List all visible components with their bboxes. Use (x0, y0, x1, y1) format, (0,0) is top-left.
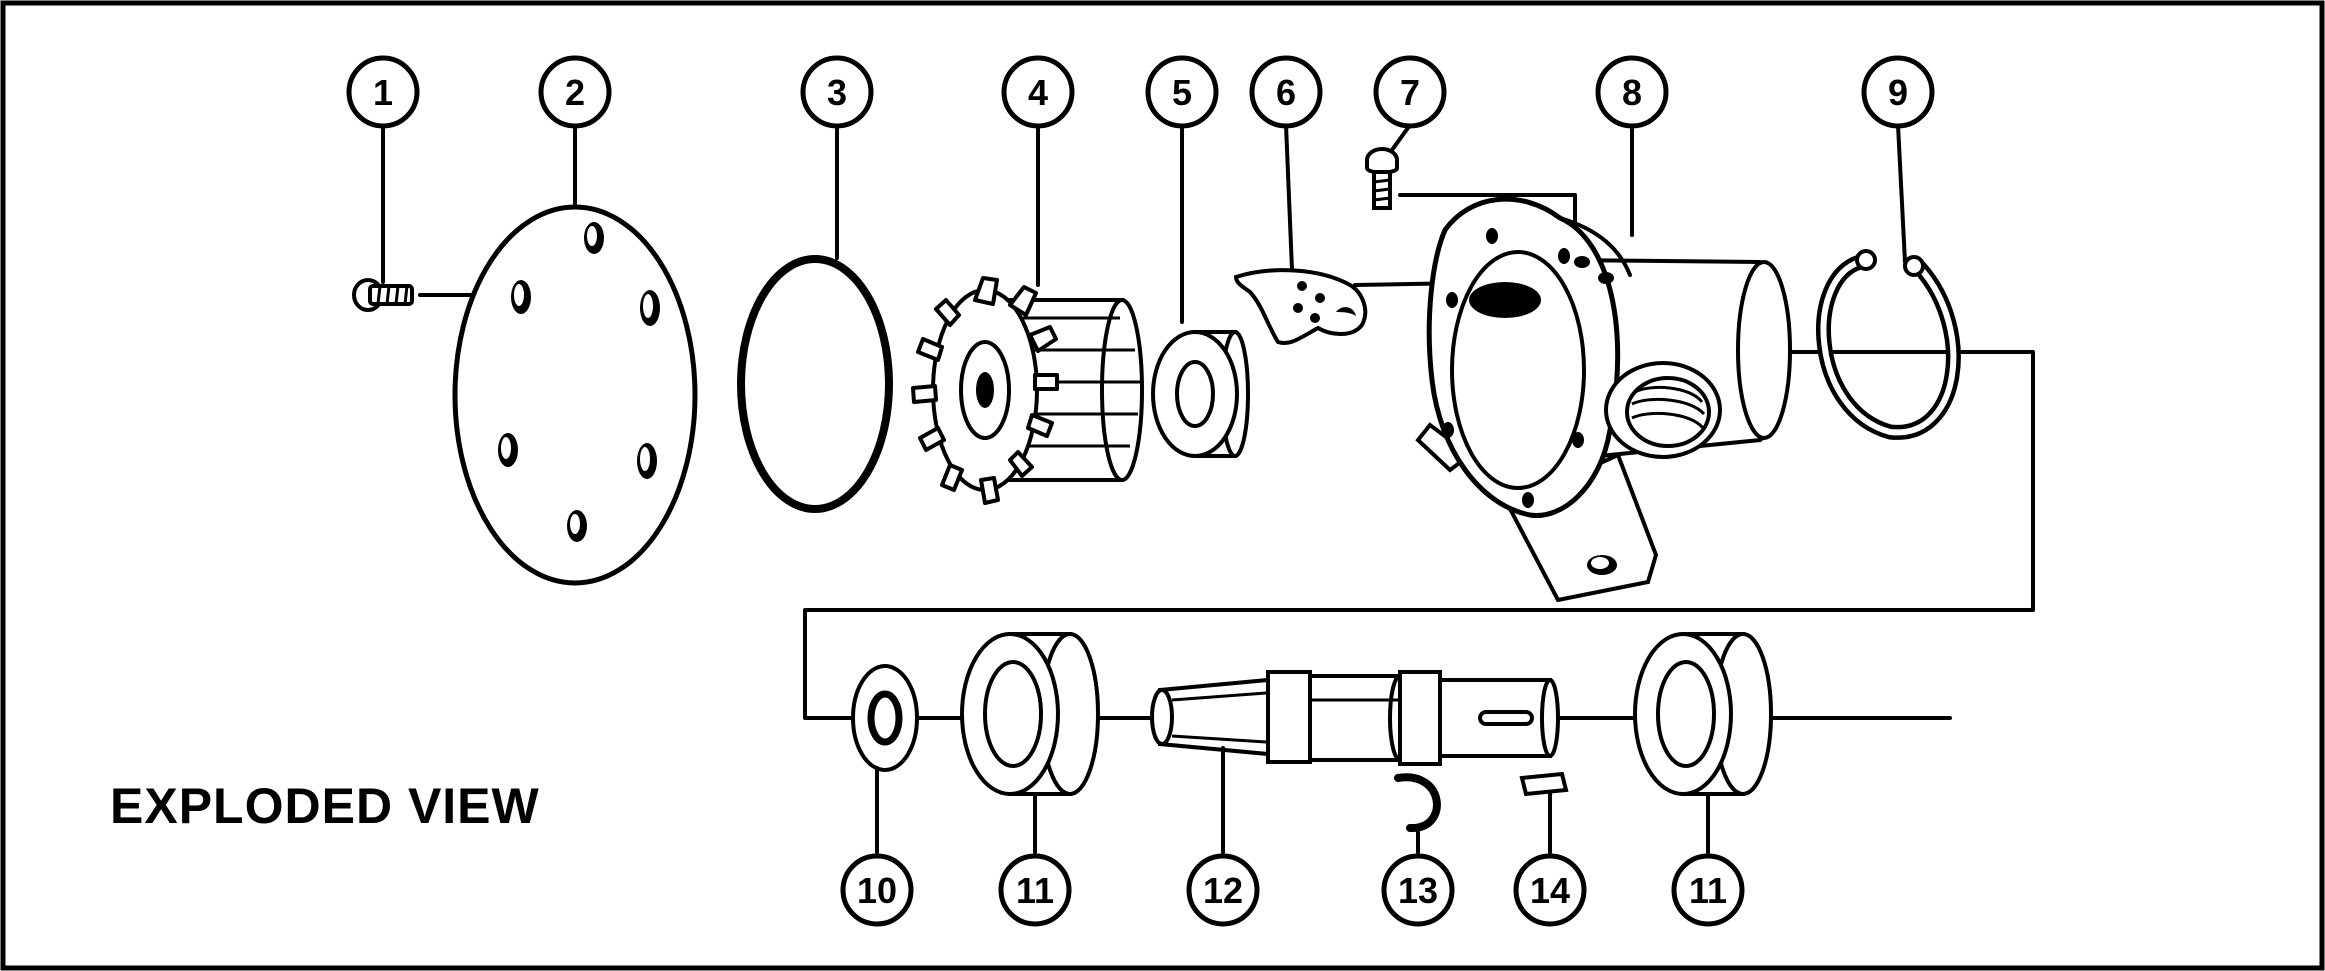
callout-12: 12 (1186, 853, 1260, 927)
callout-label: 2 (565, 72, 585, 113)
callouts: 1 2 3 4 5 6 7 8 (346, 55, 1935, 927)
callout-label: 12 (1203, 870, 1243, 911)
callout-11-right: 11 (1671, 853, 1745, 927)
callout-label: 13 (1398, 870, 1438, 911)
callout-label: 11 (1016, 870, 1054, 911)
part-3-o-ring (737, 255, 893, 513)
callout-label: 5 (1172, 72, 1192, 113)
callout-11-left: 11 (998, 853, 1072, 927)
callout-9: 9 (1861, 55, 1935, 129)
callout-1: 1 (346, 55, 420, 129)
callout-label: 10 (857, 870, 897, 911)
part-7-screw (1365, 147, 1399, 210)
callout-14: 14 (1513, 853, 1587, 927)
callout-8: 8 (1595, 55, 1669, 129)
callout-label: 4 (1028, 72, 1048, 113)
callout-label: 1 (373, 72, 393, 113)
callout-label: 7 (1400, 72, 1420, 113)
figure-caption: EXPLODED VIEW (110, 778, 540, 834)
part-11-bearing-left (960, 632, 1100, 796)
part-10-washer (851, 664, 919, 772)
part-8-housing (1415, 196, 1792, 603)
callout-7: 7 (1373, 55, 1447, 129)
part-4-impeller (911, 276, 1144, 505)
part-6-cam (1233, 268, 1368, 345)
part-11-bearing-right (1633, 632, 1773, 796)
callout-13: 13 (1381, 853, 1455, 927)
callout-label: 14 (1530, 870, 1570, 911)
callout-label: 9 (1888, 72, 1908, 113)
part-5-seal (1151, 330, 1250, 458)
callout-2: 2 (538, 55, 612, 129)
callout-label: 8 (1622, 72, 1642, 113)
callout-label: 6 (1276, 72, 1296, 113)
callout-6: 6 (1249, 55, 1323, 129)
callout-label: 11 (1689, 870, 1727, 911)
part-13-snap-ring (1394, 773, 1441, 833)
callout-4: 4 (1001, 55, 1075, 129)
part-2-cover-plate (452, 204, 698, 586)
part-1-screw (352, 278, 414, 312)
part-12-shaft (1150, 670, 1560, 766)
part-9-retaining-ring (1816, 249, 1961, 440)
callout-10: 10 (840, 853, 914, 927)
leader-lines (381, 123, 1907, 854)
part-14-key (1519, 771, 1569, 797)
callout-3: 3 (800, 55, 874, 129)
callout-5: 5 (1145, 55, 1219, 129)
callout-label: 3 (827, 72, 847, 113)
